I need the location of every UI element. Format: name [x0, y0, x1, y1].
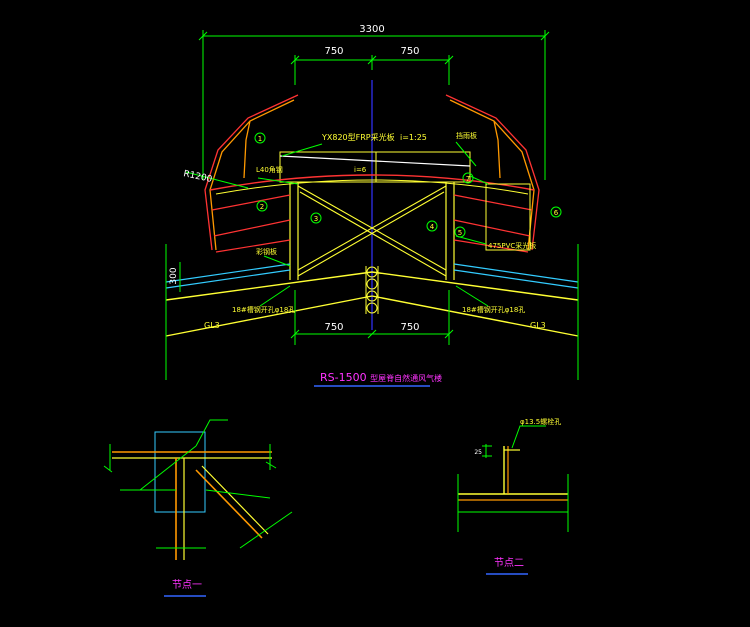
dimension-total — [198, 30, 550, 180]
frp-panel — [279, 151, 471, 183]
tag-7-text: 7 — [466, 175, 470, 183]
dim-top-right-text: 750 — [400, 46, 419, 57]
gl-label-right: GL3 — [530, 321, 546, 330]
outer-wing-left — [204, 94, 299, 251]
cover-label: 挡雨板 — [456, 131, 477, 140]
detail-one-frame — [154, 431, 206, 513]
rafter-right — [371, 271, 579, 337]
main-title: RS-1500 型屋脊自然通风气楼 — [320, 371, 442, 384]
tag-5-text: 5 — [458, 229, 462, 237]
side-panel-label: 475PVC采光板 — [488, 241, 536, 250]
tag-markers: 1 2 3 4 5 6 7 — [254, 132, 562, 238]
main-title-suffix: 型屋脊自然通风气楼 — [370, 373, 442, 383]
tag-1-text: 1 — [258, 135, 262, 143]
angle-label: L40角钢 — [256, 165, 283, 174]
panel-label: YX820型FRP采光板 — [321, 132, 395, 142]
side-louver-left — [211, 194, 291, 253]
arch-chord-inner — [215, 179, 529, 195]
dim-bottom-left-text: 750 — [324, 322, 343, 333]
detail-two-title: 节点二 — [494, 557, 524, 569]
arch-chord — [209, 174, 535, 191]
ridge-bolts — [365, 266, 379, 314]
leaders — [185, 141, 489, 307]
main-view: 3300 750 750 — [165, 24, 579, 387]
detail-two-hole-label: φ13.5螺栓孔 — [520, 417, 561, 426]
x-bracing — [297, 185, 447, 277]
rafter-left — [165, 271, 373, 337]
gl-label-left: GL3 — [204, 321, 220, 330]
dimension-top — [290, 55, 454, 85]
roof-panel-left — [165, 263, 291, 289]
purlin-label-right: 18#槽钢开孔φ18孔 — [462, 305, 525, 314]
tag-4-text: 4 — [430, 223, 435, 231]
dim-side-text: 300 — [169, 267, 179, 284]
detail-two: φ13.5螺栓孔 25 节点二 — [457, 417, 569, 575]
detail-one-title: 节点一 — [172, 579, 202, 591]
right-side-box — [485, 183, 531, 251]
dim-top-left-text: 750 — [324, 46, 343, 57]
tag-3-text: 3 — [314, 215, 318, 223]
slope-label: i=1:25 — [400, 133, 427, 142]
dim-bottom-right-text: 750 — [400, 322, 419, 333]
posts — [289, 182, 455, 280]
outer-dim-lines — [165, 244, 579, 380]
i6-label: i=6 — [354, 166, 367, 174]
detail-one: 节点一 — [103, 419, 293, 597]
roof-label-left: 彩钢板 — [256, 247, 277, 256]
roof-panel-right — [453, 263, 579, 289]
dim-total-text: 3300 — [359, 24, 384, 35]
purlin-label-left: 18#槽钢开孔φ18孔 — [232, 305, 295, 314]
main-title-code: RS-1500 — [320, 371, 367, 384]
detail-two-dim-text: 25 — [474, 449, 482, 456]
tag-6-text: 6 — [554, 209, 559, 217]
tag-2-text: 2 — [260, 203, 264, 211]
radius-label: R1200 — [182, 169, 213, 185]
